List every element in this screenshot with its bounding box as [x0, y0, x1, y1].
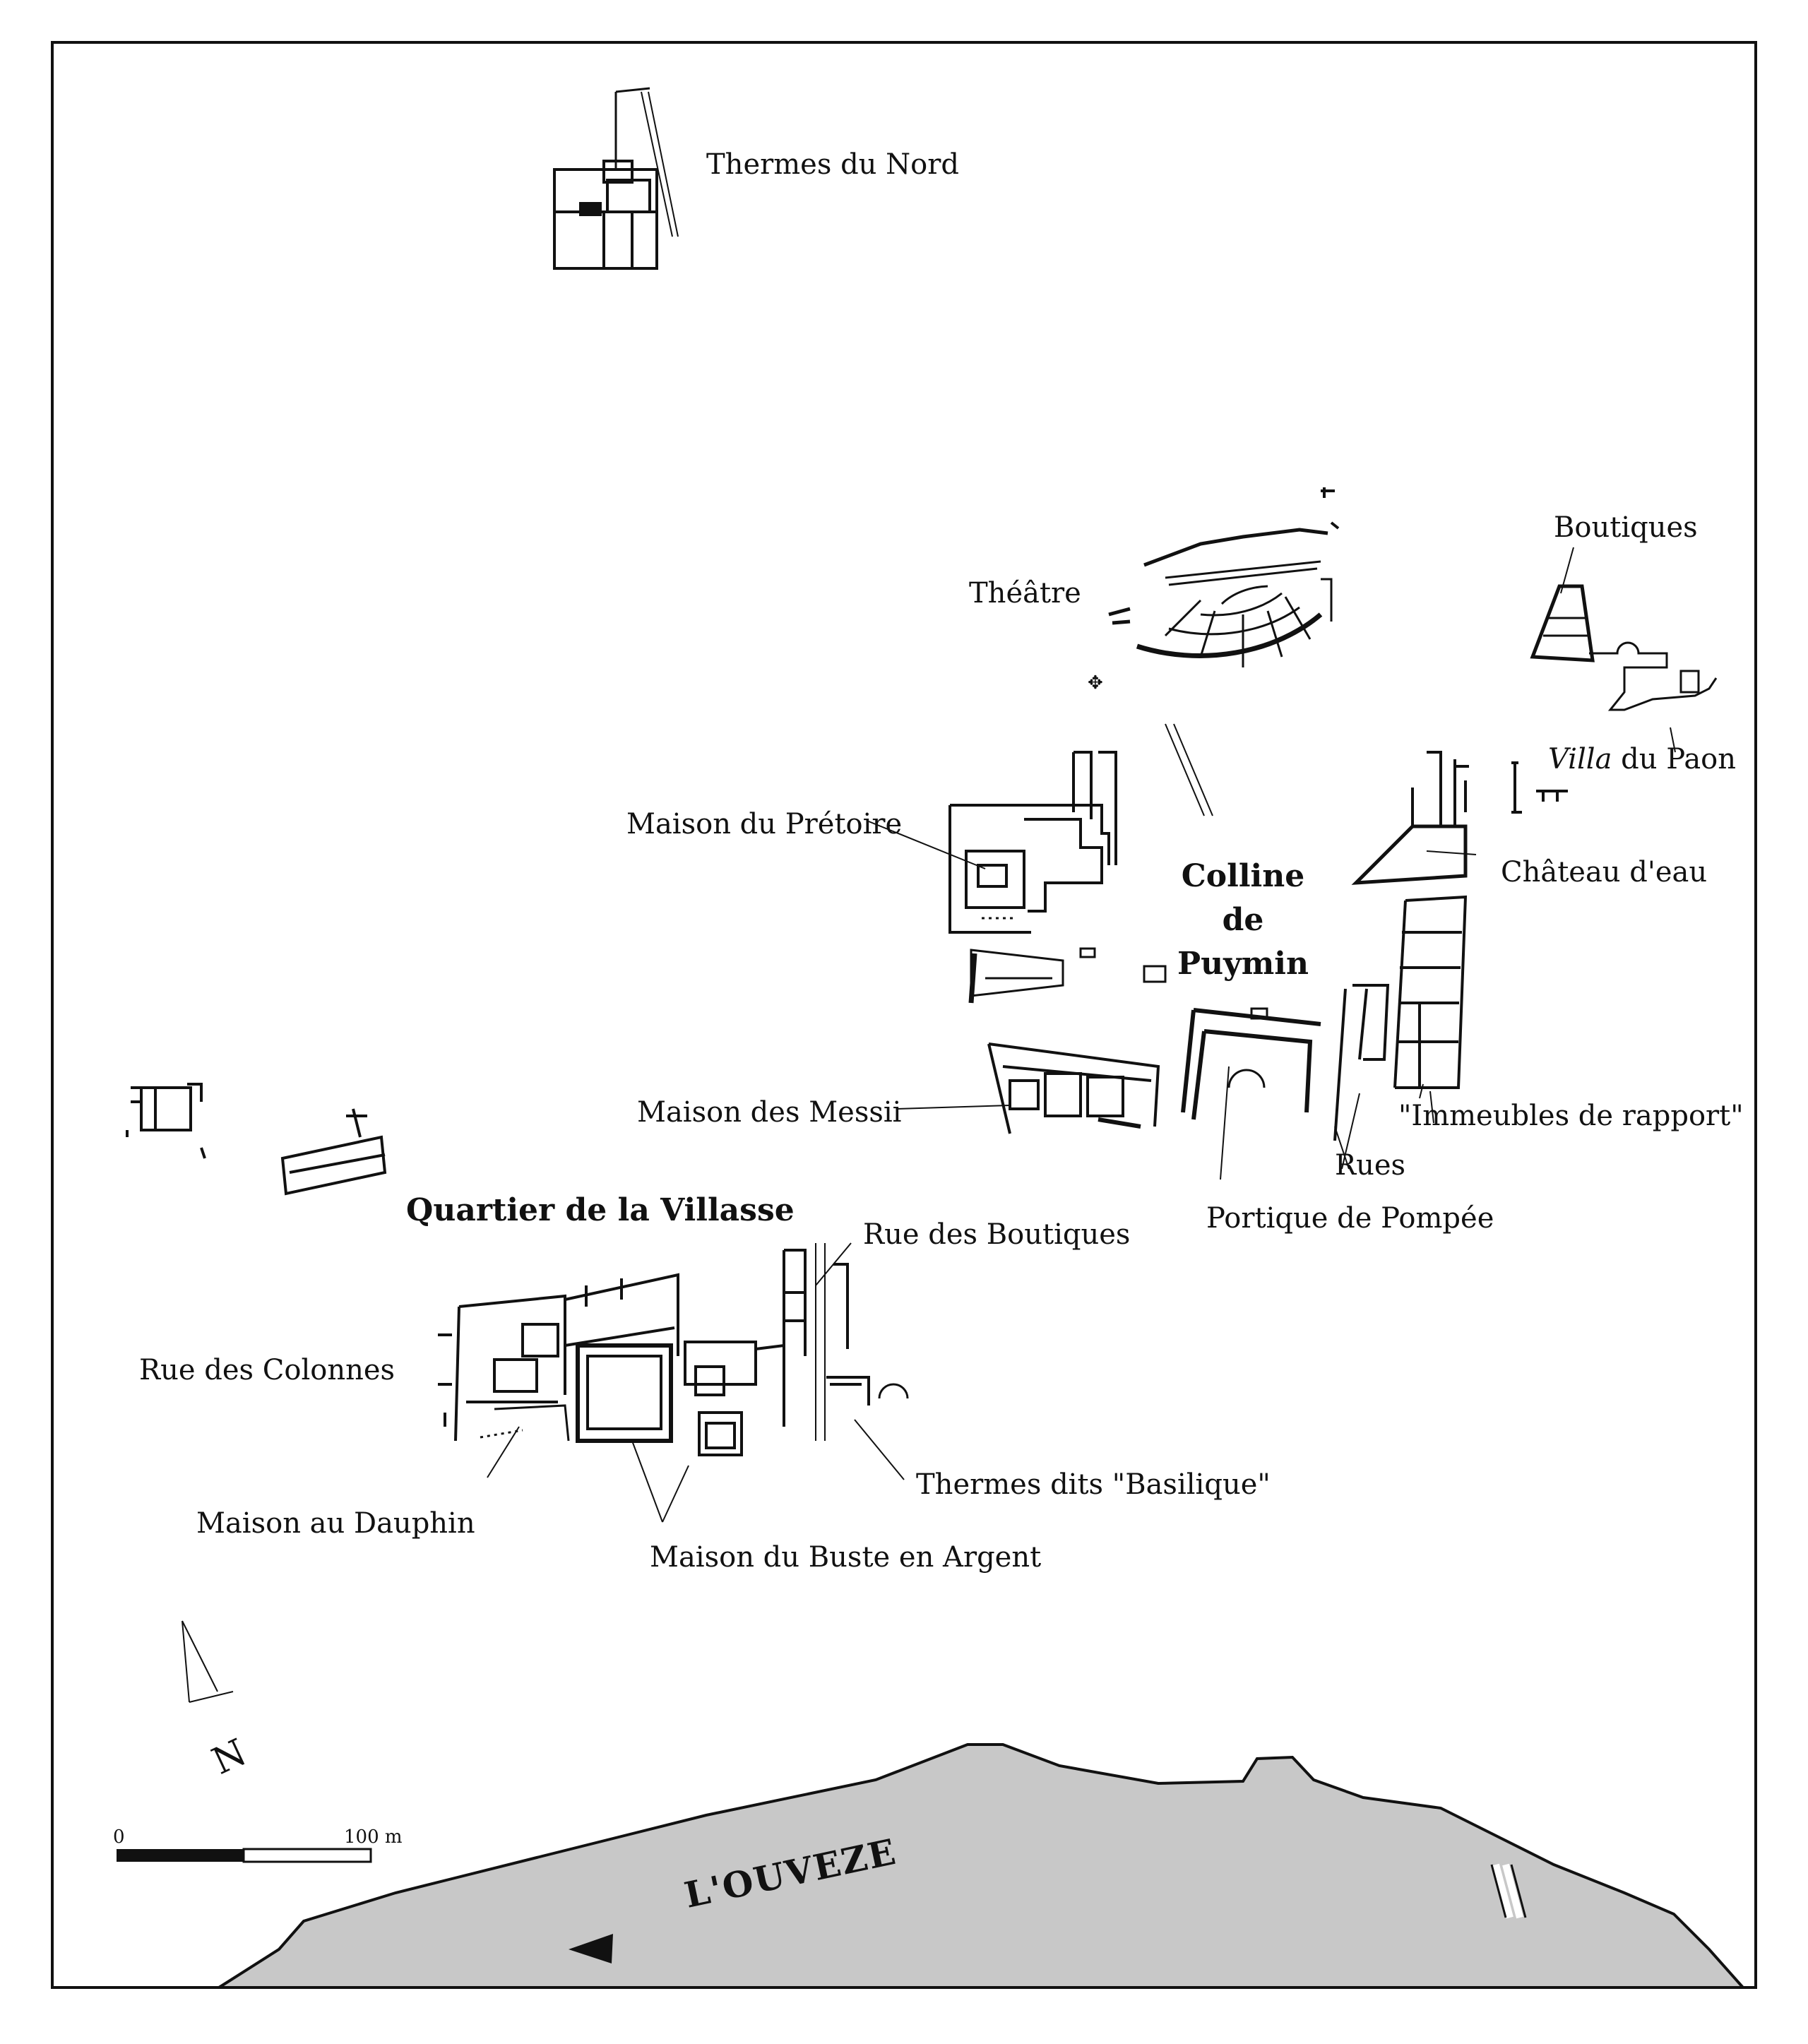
quartier-villasse-plan [438, 1243, 909, 1456]
label-theatre: Théâtre [969, 577, 1081, 610]
label-colline-de-puymin: Colline de Puymin [1172, 855, 1314, 986]
label-colline-line3: Puymin [1177, 946, 1309, 982]
thermes-du-nord-plan [553, 87, 679, 270]
scale-start-label: 0 [113, 1826, 125, 1848]
label-villa-rest: du Paon [1612, 743, 1737, 776]
label-maison-du-pretoire: Maison du Prétoire [626, 808, 903, 840]
label-maison-des-messii: Maison des Messii [637, 1096, 902, 1129]
river-ouveze [214, 1743, 1747, 1989]
label-villa-du-paon: Villa du Paon [1548, 745, 1736, 773]
label-colline-line2: de [1222, 902, 1264, 938]
theatre-plan: ✥ [1088, 487, 1340, 816]
label-rues: Rues [1335, 1149, 1406, 1182]
boutiques-villa-paon-plan [1511, 584, 1718, 814]
immeubles-de-rapport-plan [1333, 895, 1468, 1141]
label-maison-du-buste-en-argent: Maison du Buste en Argent [650, 1541, 1042, 1574]
scale-bar [117, 1848, 372, 1863]
bridge [1492, 1863, 1523, 1919]
leader-lines [487, 547, 1676, 1523]
label-rue-des-boutiques: Rue des Boutiques [863, 1218, 1131, 1251]
label-rue-des-colonnes: Rue des Colonnes [139, 1354, 396, 1386]
maison-du-pretoire-plan [948, 751, 1167, 1004]
maison-des-messii-plan [987, 1042, 1160, 1134]
west-remains-plan [126, 1083, 387, 1196]
label-boutiques: Boutiques [1554, 511, 1698, 544]
label-thermes-du-nord: Thermes du Nord [706, 148, 959, 181]
svg-text:✥: ✥ [1088, 672, 1103, 694]
label-maison-au-dauphin: Maison au Dauphin [196, 1507, 475, 1540]
chateau-deau-plan [1351, 751, 1469, 885]
flow-arrow-icon [569, 1934, 613, 1963]
north-arrow-icon [182, 1620, 234, 1703]
label-chateau-deau: Château d'eau [1501, 856, 1708, 889]
label-colline-line1: Colline [1181, 858, 1305, 894]
label-quartier-de-la-villasse: Quartier de la Villasse [406, 1192, 795, 1228]
scale-end-label: 100 m [344, 1826, 403, 1848]
label-thermes-basilique: Thermes dits "Basilique" [916, 1468, 1271, 1501]
portique-de-pompee-plan [1181, 1007, 1321, 1120]
label-portique-de-pompee: Portique de Pompée [1206, 1202, 1494, 1235]
label-immeubles-de-rapport: "Immeubles de rapport" [1398, 1100, 1744, 1132]
label-villa-italic: Villa [1548, 743, 1612, 776]
